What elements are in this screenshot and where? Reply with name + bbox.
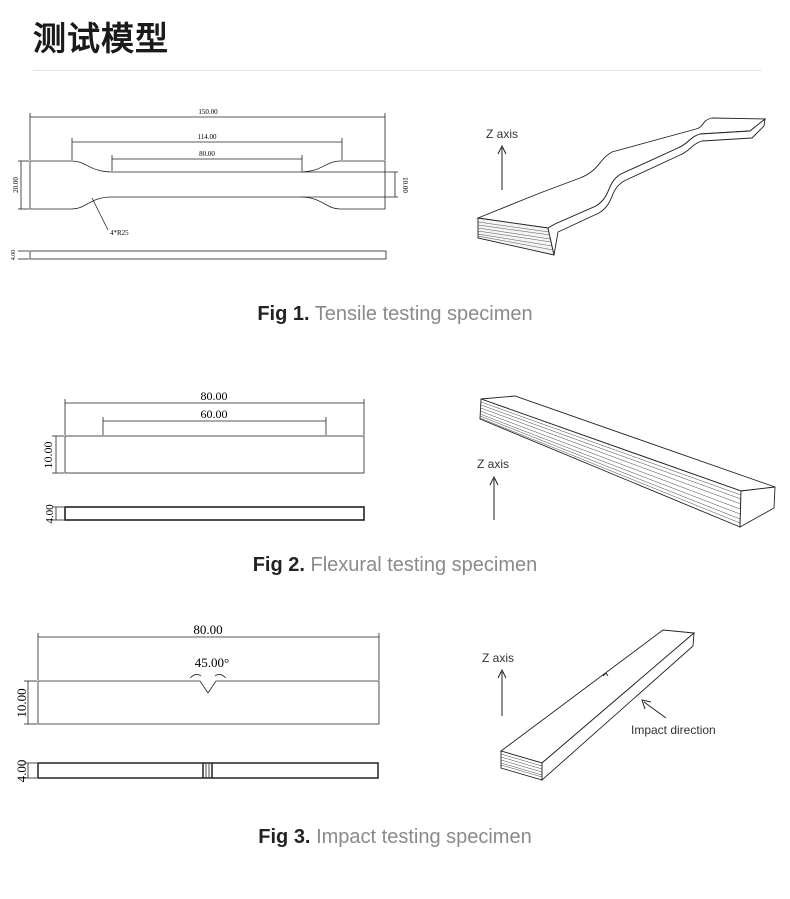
angle-arc-right	[214, 674, 227, 679]
page-title: 测试模型	[33, 19, 169, 58]
fig1-dim-150: 150.00	[198, 108, 218, 116]
angle-arc-left	[189, 674, 202, 679]
fig1-dim-10: 10.00	[401, 177, 409, 193]
fig2-caption: Fig 2. Flexural testing specimen	[0, 554, 790, 577]
fig3-axis-label: Z axis	[482, 651, 514, 665]
fig2-axis-arrow	[489, 475, 499, 520]
fig2-layer-lines	[479, 401, 742, 524]
flexural-side-view	[64, 506, 365, 521]
fig1-side-view	[18, 250, 387, 260]
fig1-axis-label: Z axis	[486, 127, 518, 141]
fig1-dim-4: 4.00	[11, 250, 17, 261]
fig2-dim-80: 80.00	[201, 389, 228, 403]
fig3-caption: Fig 3. Impact testing specimen	[0, 826, 790, 849]
fig2-3d-specimen	[479, 395, 776, 528]
fig1-dim-20: 20.00	[12, 177, 20, 193]
fig1-3d-specimen	[476, 117, 767, 256]
fig3-caption-number: Fig 3.	[258, 826, 311, 848]
fig1-front-view	[18, 113, 398, 231]
fig1-dim-80: 80.00	[199, 150, 215, 158]
fig1-drawing: 150.00 114.00 80.00 20.00 10.00 4*R25 4.…	[11, 108, 767, 261]
impact-direction-arrow	[641, 699, 667, 719]
fig1-layer-lines	[477, 221, 554, 251]
title-divider	[33, 70, 762, 71]
flexural-front-view	[64, 435, 365, 474]
fig2-dim-4: 4.00	[44, 504, 56, 524]
fig3-dim-80: 80.00	[193, 622, 222, 637]
fig1-dim-114: 114.00	[198, 133, 217, 141]
fig3-caption-text: Impact testing specimen	[316, 826, 532, 848]
fig3-dim-10: 10.00	[14, 688, 29, 717]
fig3-dim-angle: 45.00°	[195, 655, 229, 670]
impact-notch	[602, 672, 609, 677]
fig3-layer-lines	[500, 753, 543, 778]
fig2-dim-60: 60.00	[201, 407, 228, 421]
impact-side-face	[541, 631, 695, 782]
fig1-caption: Fig 1. Tensile testing specimen	[0, 303, 790, 326]
fig2-caption-number: Fig 2.	[252, 554, 305, 576]
impact-front-view	[37, 680, 380, 725]
fig1-radius-label: 4*R25	[110, 229, 129, 237]
fig2-caption-text: Flexural testing specimen	[310, 554, 538, 576]
fig2-axis-label: Z axis	[477, 457, 509, 471]
fig3-axis-arrow	[497, 668, 507, 716]
specimen-side-face	[547, 117, 766, 256]
fig3-dim-4: 4.00	[14, 760, 29, 783]
radius-leader	[91, 197, 109, 231]
fig3-3d-specimen	[500, 629, 696, 782]
bar-end-face	[739, 486, 776, 528]
fig3-impact-label: Impact direction	[631, 723, 716, 737]
fig1-caption-number: Fig 1.	[257, 303, 310, 325]
impact-top-face	[500, 629, 696, 764]
fig1-axis-arrow	[497, 144, 507, 190]
fig1-caption-text: Tensile testing specimen	[314, 303, 533, 325]
impact-side-view	[37, 762, 379, 779]
fig2-dim-10: 10.00	[41, 442, 55, 469]
